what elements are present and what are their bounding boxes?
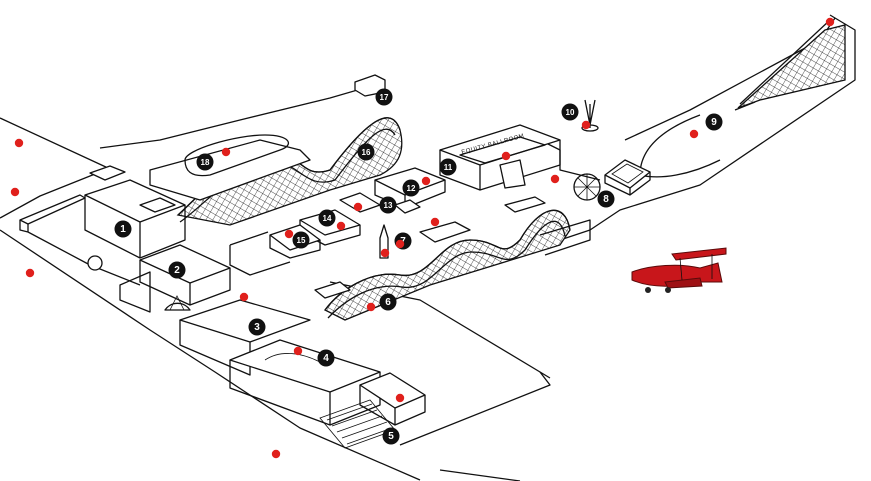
location-marker[interactable] — [501, 151, 511, 161]
location-marker[interactable] — [689, 129, 699, 139]
location-marker[interactable] — [221, 147, 231, 157]
location-marker[interactable] — [14, 138, 24, 148]
ski-slope — [624, 17, 846, 178]
location-marker[interactable] — [380, 248, 390, 258]
location-marker[interactable] — [395, 393, 405, 403]
landmark-badge-2[interactable]: 2 — [168, 261, 186, 279]
race-track — [149, 134, 311, 201]
landmark-badge-9[interactable]: 9 — [705, 113, 723, 131]
location-marker[interactable] — [284, 229, 294, 239]
landmark-number: 9 — [711, 117, 717, 128]
pavilion — [604, 159, 651, 196]
landmark-number: 3 — [254, 322, 260, 333]
ballroom-building: EQUITY BALLROOM — [439, 124, 561, 191]
roller-coaster-lower — [314, 196, 591, 321]
location-marker[interactable] — [395, 239, 405, 249]
ground-outline — [0, 14, 856, 481]
location-marker[interactable] — [10, 187, 20, 197]
landmark-badge-17[interactable]: 17 — [375, 88, 393, 106]
landmark-badge-15[interactable]: 15 — [292, 231, 310, 249]
landmark-number: 8 — [603, 194, 609, 205]
landmark-number: 16 — [362, 148, 371, 157]
landmark-number: 15 — [297, 236, 306, 245]
landmark-badge-4[interactable]: 4 — [317, 349, 335, 367]
landmark-badge-1[interactable]: 1 — [114, 220, 132, 238]
landmark-badge-8[interactable]: 8 — [597, 190, 615, 208]
landmark-badge-3[interactable]: 3 — [248, 318, 266, 336]
landmark-number: 12 — [407, 184, 416, 193]
landmark-number: 4 — [323, 353, 329, 364]
landmark-badge-14[interactable]: 14 — [318, 209, 336, 227]
landmark-badge-18[interactable]: 18 — [196, 153, 214, 171]
landmark-number: 6 — [385, 297, 391, 308]
location-marker[interactable] — [353, 202, 363, 212]
location-marker[interactable] — [366, 302, 376, 312]
location-marker[interactable] — [550, 174, 560, 184]
location-marker[interactable] — [430, 217, 440, 227]
landmark-badge-16[interactable]: 16 — [357, 143, 375, 161]
location-marker[interactable] — [25, 268, 35, 278]
lower-buildings — [179, 299, 426, 449]
location-marker[interactable] — [239, 292, 249, 302]
landmark-badge-13[interactable]: 13 — [379, 196, 397, 214]
location-marker[interactable] — [271, 449, 281, 459]
location-marker[interactable] — [293, 346, 303, 356]
landmark-badge-12[interactable]: 12 — [402, 179, 420, 197]
ferris-wheel-icon — [573, 173, 601, 201]
landmark-number: 2 — [174, 265, 180, 276]
landmark-badge-5[interactable]: 5 — [382, 427, 400, 445]
landmark-badge-6[interactable]: 6 — [379, 293, 397, 311]
landmark-number: 17 — [380, 93, 389, 102]
landmark-number: 10 — [566, 108, 575, 117]
left-buildings — [19, 165, 231, 313]
landmark-number: 5 — [388, 431, 394, 442]
location-marker[interactable] — [581, 120, 591, 130]
landmark-badge-10[interactable]: 10 — [561, 103, 579, 121]
landmark-number: 1 — [120, 224, 126, 235]
location-markers — [10, 17, 835, 459]
location-marker[interactable] — [336, 221, 346, 231]
landmark-number: 13 — [384, 201, 393, 210]
location-marker[interactable] — [825, 17, 835, 27]
location-marker[interactable] — [421, 176, 431, 186]
landmark-number: 11 — [444, 163, 453, 172]
landmark-number: 14 — [323, 214, 332, 223]
landmark-number: 18 — [201, 158, 210, 167]
biplane-icon — [631, 247, 727, 293]
landmark-badge-11[interactable]: 11 — [439, 158, 457, 176]
landmark-badges: 123456789101112131415161718 — [114, 88, 723, 445]
